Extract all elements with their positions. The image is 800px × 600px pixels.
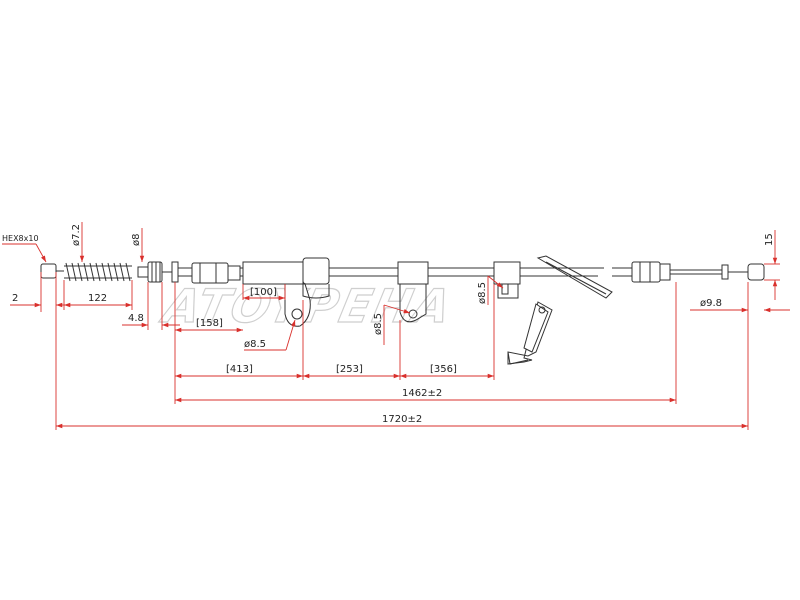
dim-413: [413] bbox=[226, 364, 253, 375]
dim-100: [100] bbox=[250, 287, 277, 298]
dim-1462: 1462±2 bbox=[402, 388, 442, 399]
dim-diameter-9-8: ø9.8 bbox=[700, 298, 722, 309]
dimensions: HEX8x10 ø7.2 ø8 2 122 4.8 [158] [100] ø8… bbox=[2, 222, 790, 430]
loose-bracket bbox=[507, 301, 553, 365]
bracket-1 bbox=[242, 257, 330, 327]
dim-15: 15 bbox=[764, 233, 775, 246]
dim-356: [356] bbox=[430, 364, 457, 375]
hex-label: HEX8x10 bbox=[2, 234, 39, 243]
threaded-fitting bbox=[137, 261, 179, 283]
dim-253: [253] bbox=[336, 364, 363, 375]
cable-assembly bbox=[40, 255, 765, 365]
angled-guide bbox=[536, 255, 613, 299]
dim-158: [158] bbox=[196, 318, 223, 329]
dim-1720: 1720±2 bbox=[382, 414, 422, 425]
right-end-fitting bbox=[612, 261, 765, 283]
bracket-2 bbox=[397, 261, 429, 323]
dim-diameter-8: ø8 bbox=[131, 234, 142, 246]
dim-diameter-8-5-a: ø8.5 bbox=[244, 339, 266, 350]
dim-4-8: 4.8 bbox=[128, 313, 144, 324]
dim-122: 122 bbox=[88, 293, 107, 304]
rubber-grommet bbox=[191, 262, 241, 284]
dim-diameter-8-5-c: ø8.5 bbox=[477, 282, 488, 304]
dim-2: 2 bbox=[12, 293, 18, 304]
hex-end-fitting bbox=[40, 263, 57, 279]
dim-diameter-7-2: ø7.2 bbox=[71, 224, 82, 246]
bracket-3 bbox=[493, 261, 521, 299]
dim-diameter-8-5-b: ø8.5 bbox=[373, 313, 384, 335]
return-spring bbox=[64, 262, 132, 282]
